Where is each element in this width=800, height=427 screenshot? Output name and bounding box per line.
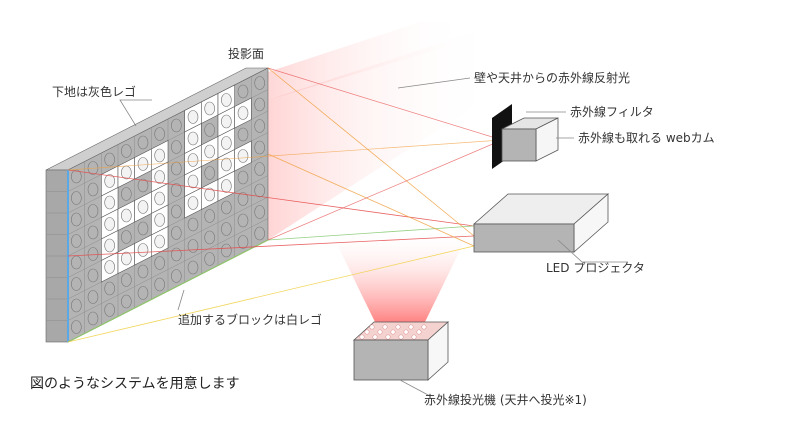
ir-beam — [330, 230, 470, 322]
label-ir-filter: 赤外線フィルタ — [570, 104, 654, 119]
label-added-blocks: 追加するブロックは白レゴ — [178, 312, 322, 327]
white-lego-blocks — [101, 84, 252, 283]
projection-rays — [67, 67, 503, 343]
projection-wall — [45, 67, 269, 343]
label-ir-reflection: 壁や天井からの赤外線反射光 — [474, 70, 630, 85]
diagram-caption: 図のようなシステムを用意します — [30, 375, 240, 392]
led-projector — [472, 193, 610, 253]
label-led-projector: LED プロジェクタ — [546, 261, 645, 275]
label-ir-projector: 赤外線投光機 (天井へ投光※1) — [424, 392, 587, 407]
ir-projector — [352, 321, 450, 381]
ir-reflection-fan-lower — [268, 30, 500, 240]
label-ir-webcam: 赤外線も取れる webカム — [578, 130, 715, 145]
ir-reflection-fan — [268, 22, 470, 100]
leader-lines — [119, 77, 628, 397]
label-projection-surface: 投影面 — [228, 46, 264, 61]
label-base-lego: 下地は灰色レゴ — [52, 84, 136, 99]
ir-webcam — [492, 104, 559, 169]
